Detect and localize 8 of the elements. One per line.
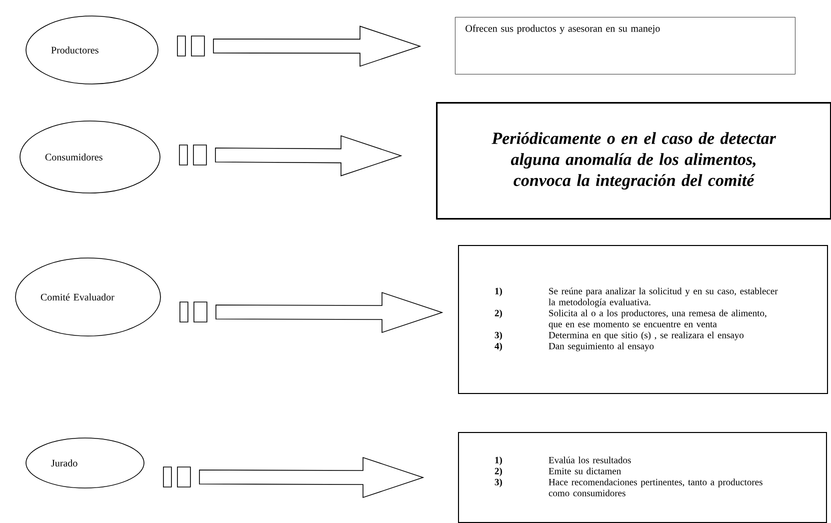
text-box: Periódicamente o en el caso de detectar alguna anomalía de los alimentos, convoca la integración del comité <box>436 102 831 220</box>
text-box: Ofrecen sus productos y asesoran en su manejo <box>455 17 796 74</box>
text-box: 1) Evalúa los resultados 2) Emite su dictamen 3) Hace recomendaciones pertinentes, tanto a productores como consumidores <box>458 432 827 523</box>
block-arrow <box>180 292 444 334</box>
block-arrow <box>163 456 424 498</box>
block-arrow <box>177 26 422 67</box>
block-arrow <box>179 135 402 176</box>
text-box: 1) Se reúne para analizar la solicitud y en su caso, establecer la metodología evaluativa. 2) Solicita al o a los productores, una remesa de alimento, que en ese momento se encuentre en venta 3) Determina en que sitio (s) , se realizara el ensayo 4) Dan seguimiento al ensayo <box>458 245 828 394</box>
